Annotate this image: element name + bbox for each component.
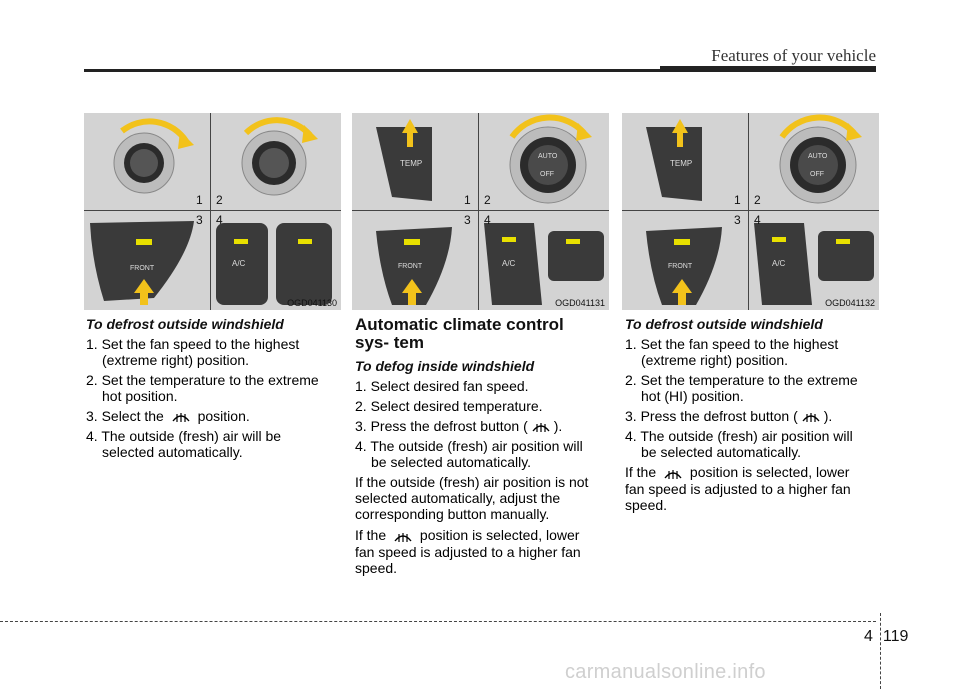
- watermark-text: carmanualsonline.info: [565, 661, 766, 683]
- figure-label-3: 3: [196, 213, 203, 227]
- figure-illustration: [376, 114, 604, 305]
- page-number-value: 119: [882, 628, 909, 645]
- figure-label-3: 3: [464, 213, 471, 227]
- page-number: 4 119: [864, 628, 908, 646]
- figure-off-label: OFF: [810, 171, 824, 178]
- figure-label-2: 2: [484, 193, 491, 207]
- step-3: 3. Press the defrost button ().: [625, 408, 871, 424]
- step-3-text-b: ).: [553, 418, 563, 434]
- figure-illustration: [90, 117, 332, 305]
- paragraph-1: If the outside (fresh) air position is n…: [355, 474, 589, 523]
- figure-divider-vertical: [478, 113, 479, 310]
- figure-illustration: [646, 114, 874, 305]
- chapter-number: 4: [864, 628, 873, 645]
- step-3-text-a: 3. Press the defrost button (: [625, 408, 798, 424]
- step-1: 1. Set the fan speed to the highest (ext…: [86, 336, 300, 368]
- figure-temp-label: TEMP: [400, 159, 423, 168]
- figure-divider-horizontal: [352, 210, 609, 211]
- step-2: 2. Set the temperature to the extreme ho…: [625, 372, 858, 404]
- figure-ac-label: A/C: [772, 259, 786, 268]
- step-1: 1. Select desired fan speed.: [355, 378, 529, 394]
- page-header-title: Features of your vehicle: [711, 46, 876, 65]
- step-3: 3. Select the position.: [86, 408, 332, 424]
- figure-code: OGD041131: [555, 298, 605, 308]
- figure-label-1: 1: [196, 193, 203, 207]
- step-1: 1. Set the fan speed to the highest (ext…: [625, 336, 839, 368]
- figure-divider-vertical: [210, 113, 211, 310]
- figure-label-2: 2: [216, 193, 223, 207]
- step-4: 4. The outside (fresh) air will be selec…: [86, 428, 282, 461]
- figure-ac-label: A/C: [502, 259, 516, 268]
- column-defrost-manual: To defrost outside windshield 1. Set the…: [86, 316, 332, 464]
- figure-front-label: FRONT: [398, 263, 423, 270]
- figure-divider-horizontal: [84, 210, 341, 211]
- defrost-icon: [172, 413, 190, 423]
- step-2: 2. Set the temperature to the extreme ho…: [86, 372, 319, 404]
- defrost-icon: [802, 413, 820, 423]
- defrost-icon: [394, 532, 412, 542]
- section-heading: Automatic climate control sys- tem: [355, 315, 564, 352]
- figure-label-4: 4: [484, 213, 491, 227]
- paragraph-2: If the position is selected, lower fan s…: [355, 527, 601, 575]
- figure-label-4: 4: [216, 213, 223, 227]
- column-auto-climate: Automatic climate control sys- tem To de…: [355, 316, 601, 581]
- figure-auto-label: AUTO: [808, 153, 828, 160]
- section-subheading: To defog inside windshield: [355, 358, 535, 374]
- step-3: 3. Press the defrost button ().: [355, 418, 601, 434]
- paragraph-2-text-b: position is selected, lower fan speed is…: [355, 527, 581, 576]
- step-4: 4. The outside (fresh) air position will…: [625, 428, 853, 461]
- figure-code: OGD041130: [287, 298, 337, 308]
- figure-label-1: 1: [464, 193, 471, 207]
- header-rule-accent: [660, 66, 876, 72]
- step-3-text-b: ).: [823, 408, 833, 424]
- step-3-text-a: 3. Press the defrost button (: [355, 418, 528, 434]
- paragraph-1-text-b: position is selected, lower fan speed is…: [625, 464, 851, 513]
- footer-vertical-rule: [880, 613, 881, 689]
- section-heading: To defrost outside windshield: [625, 316, 823, 332]
- paragraph-1: If the position is selected, lower fan s…: [625, 464, 871, 512]
- paragraph-2-text-a: If the: [355, 527, 387, 544]
- step-3-text-a: 3. Select the: [86, 408, 164, 424]
- figure-temp-label: TEMP: [670, 159, 693, 168]
- figure-code: OGD041132: [825, 298, 875, 308]
- figure-auto-climate-defrost: 1 2 3 4 TEMP AUTO OFF FRONT A/C OGD04113…: [622, 113, 879, 310]
- figure-auto-label: AUTO: [538, 153, 558, 160]
- figure-front-label: FRONT: [668, 263, 693, 270]
- defrost-icon: [532, 423, 550, 433]
- figure-divider-horizontal: [622, 210, 879, 211]
- figure-label-2: 2: [754, 193, 761, 207]
- paragraph-1-text-a: If the: [625, 464, 657, 481]
- figure-off-label: OFF: [540, 171, 554, 178]
- step-4: 4. The outside (fresh) air position will…: [355, 438, 583, 471]
- step-2: 2. Select desired temperature.: [355, 398, 543, 414]
- step-3-text-b: position.: [197, 408, 250, 424]
- column-defrost-auto: To defrost outside windshield 1. Set the…: [625, 316, 871, 518]
- figure-divider-vertical: [748, 113, 749, 310]
- figure-label-4: 4: [754, 213, 761, 227]
- defrost-icon: [664, 469, 682, 479]
- section-heading: To defrost outside windshield: [86, 316, 284, 332]
- header-rule: [84, 69, 876, 72]
- figure-label-1: 1: [734, 193, 741, 207]
- footer-rule: [0, 621, 876, 622]
- figure-manual-climate: 1 2 3 4 FRONT A/C OGD041130: [84, 113, 341, 310]
- figure-label-3: 3: [734, 213, 741, 227]
- figure-ac-label: A/C: [232, 259, 246, 268]
- figure-front-label: FRONT: [130, 265, 155, 272]
- figure-auto-climate-defog: 1 2 3 4 TEMP AUTO OFF FRONT A/C OGD04113…: [352, 113, 609, 310]
